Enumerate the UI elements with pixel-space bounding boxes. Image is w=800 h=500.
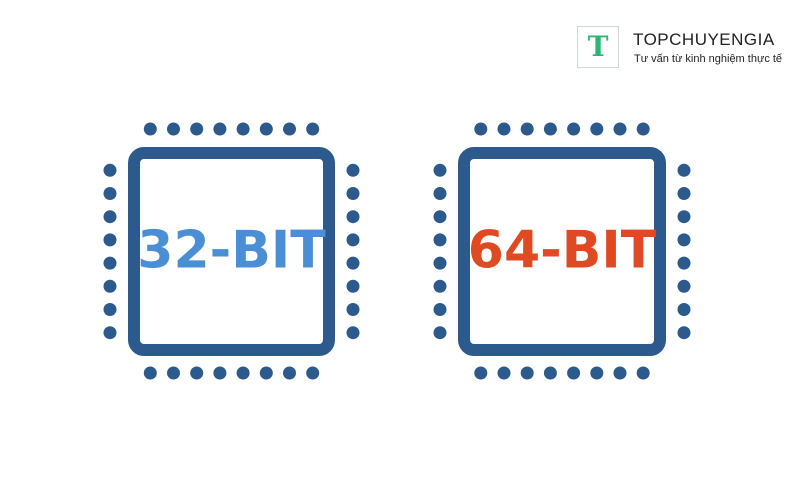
chip-pin-top (213, 122, 227, 136)
chip-pin-bottom (143, 366, 157, 380)
chip-pin-left (433, 187, 447, 200)
chip-pin-left (433, 279, 447, 293)
chip-pin-bottom (213, 366, 227, 380)
chip-pin-top (613, 122, 627, 136)
chip-pin-top (543, 122, 557, 136)
brand-name: TOPCHUYENGIA (633, 30, 775, 49)
brand-tagline: Tư vấn từ kinh nghiệm thực tế (634, 53, 783, 65)
chip-pin-top (167, 122, 180, 136)
chip-pin-right (346, 187, 360, 200)
chip-pin-bottom (306, 366, 320, 380)
chip-pin-right (677, 326, 691, 340)
chip-pin-left (433, 233, 447, 247)
chip-pin-left (433, 326, 447, 340)
chip-pin-bottom (167, 366, 180, 380)
chip-pin-right (346, 279, 360, 293)
chip-pin-right (677, 279, 691, 293)
chip-label: 32-BIT (137, 221, 326, 281)
chip-pin-top (259, 122, 273, 136)
chip-pin-left (433, 163, 447, 177)
chip-pin-top (567, 122, 581, 136)
chip-32bit: 32-BIT (103, 122, 360, 380)
chip-pin-right (677, 303, 691, 316)
chip-pin-bottom (567, 366, 581, 380)
chip-pin-bottom (543, 366, 557, 380)
chip-pin-top (497, 122, 511, 136)
chip-pin-left (433, 210, 447, 224)
chip-pin-right (346, 233, 360, 247)
chip-pin-bottom (590, 366, 604, 380)
chip-64bit: 64-BIT (433, 122, 691, 380)
logo-letter: T (587, 30, 609, 63)
chip-pin-top (306, 122, 320, 136)
chip-pin-left (103, 326, 117, 340)
chip-pin-left (103, 163, 117, 177)
chip-pin-bottom (636, 366, 650, 380)
chip-pin-top (143, 122, 157, 136)
chip-pin-right (346, 163, 360, 177)
chip-pin-bottom (190, 366, 204, 380)
chip-label: 64-BIT (468, 221, 657, 281)
chip-pin-left (433, 303, 447, 316)
chip-pin-right (346, 210, 360, 224)
chip-pin-top (190, 122, 204, 136)
chip-pin-left (103, 303, 117, 316)
chip-pin-left (103, 187, 117, 200)
chip-frame (458, 147, 666, 356)
chip-pin-top (590, 122, 604, 136)
chip-pin-left (103, 256, 117, 270)
chip-pin-left (103, 210, 117, 224)
chip-pin-right (677, 233, 691, 247)
chip-pin-right (346, 303, 360, 316)
chip-pin-bottom (259, 366, 273, 380)
chip-pin-bottom (474, 366, 488, 380)
chip-pin-left (103, 233, 117, 247)
chip-pin-bottom (283, 366, 296, 380)
chip-pin-top (520, 122, 534, 136)
chip-pin-right (346, 326, 360, 340)
chip-pin-right (677, 163, 691, 177)
chip-pin-right (677, 210, 691, 224)
chip-frame (128, 147, 335, 356)
chip-pin-right (677, 256, 691, 270)
chip-pin-right (677, 187, 691, 200)
chip-pin-bottom (497, 366, 511, 380)
chip-pin-left (433, 256, 447, 270)
chip-pin-top (636, 122, 650, 136)
chip-pin-top (236, 122, 250, 136)
chip-pin-bottom (236, 366, 250, 380)
chip-pin-left (103, 279, 117, 293)
chip-pin-bottom (613, 366, 627, 380)
logo-icon: T (577, 26, 619, 68)
chip-pin-top (283, 122, 296, 136)
chip-pin-bottom (520, 366, 534, 380)
chip-pin-top (474, 122, 488, 136)
chip-pin-right (346, 256, 360, 270)
